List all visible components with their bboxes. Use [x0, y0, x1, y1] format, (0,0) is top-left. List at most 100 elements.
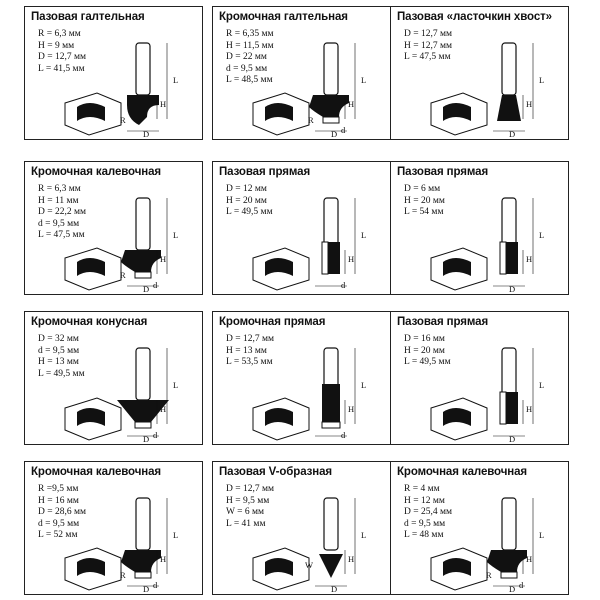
dimension-label: L: [361, 530, 366, 540]
dimension-label: H: [348, 99, 354, 109]
bit-diagram: LHd: [252, 197, 366, 291]
workpiece-sketch: [64, 247, 122, 291]
cutter-head: [321, 241, 340, 275]
dimension-label: D: [509, 129, 515, 139]
router-bit-drawing: [64, 497, 168, 591]
spec-line: D = 22,2 мм: [38, 207, 86, 218]
dimension-label: d: [153, 580, 158, 590]
bit-diagram: LHD: [430, 197, 544, 294]
dimension-label: L: [361, 75, 366, 85]
spec-line: L = 52 мм: [38, 530, 78, 541]
spec-line: D = 6 мм: [404, 184, 441, 194]
workpiece-sketch: [430, 547, 488, 591]
bit-title: Кромочная калевочная: [31, 466, 162, 478]
spec-line: D = 25,4 мм: [404, 507, 452, 518]
dimension-label: H: [526, 99, 532, 109]
dimension-label: L: [173, 230, 178, 240]
dimension-label: R: [120, 570, 126, 580]
spec-line: L = 48 мм: [404, 530, 444, 541]
spec-line: D = 12,7 мм: [226, 484, 274, 494]
spec-line: L = 49,5 мм: [404, 357, 451, 368]
bit-title: Кромочная конусная: [31, 316, 148, 328]
dimension-label: L: [539, 530, 544, 540]
spec-line: R =9,5 мм: [38, 484, 79, 494]
dimension-label: R: [308, 115, 314, 125]
router-bit-drawing: [64, 42, 168, 136]
spec-line: d = 9,5 мм: [404, 518, 446, 529]
spec-line: H = 13 мм: [38, 357, 79, 368]
dimension-label: d: [153, 280, 158, 290]
dimension-label: D: [143, 584, 149, 594]
dimension-label: H: [526, 254, 532, 264]
dimension-label: D: [331, 584, 337, 594]
bit-title: Пазовая прямая: [397, 166, 489, 178]
bit-title: Кромочная калевочная: [31, 166, 162, 178]
workpiece-sketch: [430, 397, 488, 441]
dimension-label: D: [509, 434, 515, 444]
spec-line: H = 11 мм: [38, 195, 79, 206]
dimension-label: R: [120, 270, 126, 280]
dimension-label: L: [539, 230, 544, 240]
workpiece-sketch: [252, 547, 310, 591]
spec-line: L = 48,5 мм: [226, 75, 273, 86]
dimension-label: L: [173, 75, 178, 85]
bit-diagram: LHD: [430, 347, 544, 444]
dimension-label: D: [509, 584, 515, 594]
bit-title: Пазовая прямая: [219, 166, 311, 178]
dimension-label: L: [173, 530, 178, 540]
cutter-head: [121, 550, 161, 579]
dimension-label: d: [341, 280, 346, 290]
spec-line: L = 49,5 мм: [226, 207, 273, 218]
bit-title: Пазовая V-образная: [219, 466, 332, 478]
spec-line: H = 12 мм: [404, 495, 445, 506]
dimension-label: H: [160, 99, 166, 109]
dimension-label: d: [519, 580, 524, 590]
dimension-label: D: [143, 129, 149, 139]
spec-line: D = 32 мм: [38, 334, 79, 344]
dimension-label: H: [348, 554, 354, 564]
dimension-label: d: [341, 125, 346, 135]
spec-line: L = 47,5 мм: [404, 52, 451, 63]
workpiece-sketch: [252, 92, 310, 136]
router-bit-drawing: [430, 347, 534, 441]
spec-line: D = 28,6 мм: [38, 507, 86, 518]
spec-line: H = 16 мм: [38, 495, 79, 506]
spec-line: H = 9 мм: [38, 40, 75, 51]
workpiece-sketch: [430, 92, 488, 136]
bit-title: Пазовая галтельная: [31, 11, 145, 23]
spec-line: D = 22 мм: [226, 52, 267, 63]
dimension-label: H: [348, 254, 354, 264]
spec-line: L = 49,5 мм: [38, 368, 85, 379]
router-bit-drawing: [64, 347, 169, 441]
spec-line: L = 41 мм: [226, 518, 266, 529]
bit-title: Пазовая прямая: [397, 316, 489, 328]
spec-line: D = 12,7 мм: [404, 29, 452, 39]
spec-line: H = 20 мм: [226, 195, 267, 206]
router-bit-drawing: [252, 347, 356, 441]
workpiece-sketch: [64, 547, 122, 591]
cutter-head: [309, 95, 349, 124]
spec-line: H = 9,5 мм: [226, 495, 270, 506]
spec-line: D = 16 мм: [404, 334, 445, 344]
cutter-head: [499, 391, 518, 425]
cutter-head: [117, 400, 169, 429]
dimension-label: L: [539, 380, 544, 390]
cutter-head: [321, 384, 341, 429]
dimension-label: L: [173, 380, 178, 390]
dimension-label: L: [539, 75, 544, 85]
cutter-head: [487, 550, 527, 579]
bit-diagram: L H D: [430, 42, 544, 139]
dimension-label: D: [143, 284, 149, 294]
